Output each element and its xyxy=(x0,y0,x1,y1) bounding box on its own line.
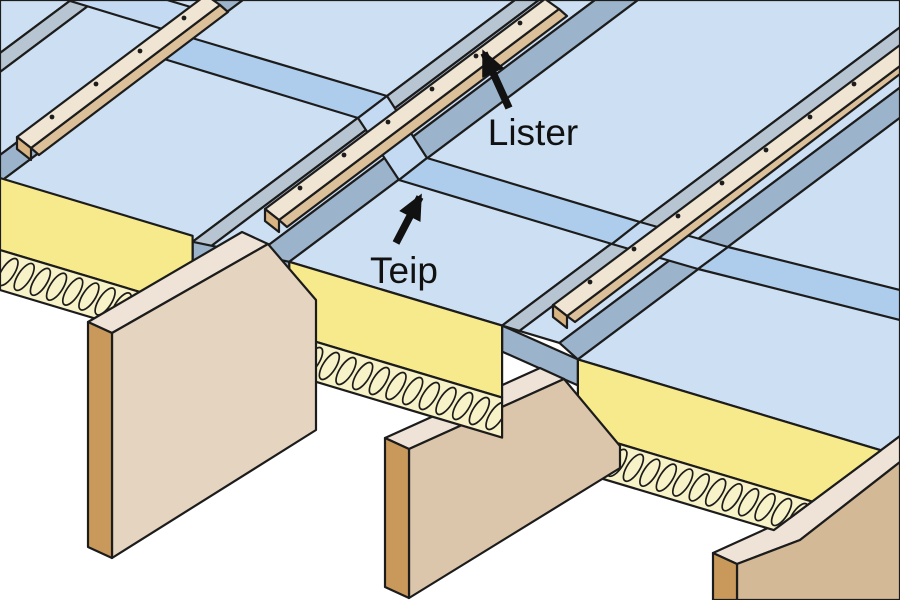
wool-loop xyxy=(622,453,645,483)
batten-1 xyxy=(15,0,230,162)
batten-1-nails xyxy=(49,15,187,120)
wool-loop xyxy=(721,483,743,512)
batten-2-end xyxy=(263,207,281,234)
wool-loop xyxy=(704,478,727,507)
joist-2-end xyxy=(383,436,411,600)
wool-loop xyxy=(639,458,661,487)
wool-loop xyxy=(335,356,357,386)
wool-loop xyxy=(671,468,694,497)
batten-3-end xyxy=(551,303,569,330)
wool-loop xyxy=(451,391,474,421)
annotations: Lister Teip xyxy=(370,49,578,291)
wool-loop xyxy=(754,492,776,522)
wool-loop xyxy=(45,272,68,302)
wool-loop xyxy=(401,376,424,406)
batten-3 xyxy=(551,43,900,330)
wool-loop xyxy=(351,361,374,391)
wool-loop xyxy=(0,257,19,287)
wool-loop xyxy=(368,366,391,396)
batten-1-end xyxy=(15,135,33,162)
wool-loop xyxy=(770,497,793,527)
teip-arrow xyxy=(392,193,424,245)
wool-loop xyxy=(435,386,457,416)
lister-arrow xyxy=(480,49,513,110)
label-teip: Teip xyxy=(370,250,438,291)
wool-loop xyxy=(418,381,441,411)
wool-loop xyxy=(318,351,341,381)
wool-loop xyxy=(737,487,760,517)
wool-loop xyxy=(13,262,35,292)
wool-loop xyxy=(655,463,678,492)
wool-loop xyxy=(29,267,52,297)
wool-loop xyxy=(688,473,711,502)
joist-1-end xyxy=(86,320,114,560)
label-lister: Lister xyxy=(488,112,578,153)
wool-loop xyxy=(468,396,491,426)
wool-loop xyxy=(485,401,503,431)
tape-seam-segment-3 xyxy=(696,245,900,322)
batten-2-nails xyxy=(297,20,523,191)
wool-loop xyxy=(385,371,407,401)
hump2-drape-shadow xyxy=(558,86,900,361)
wool-loop xyxy=(61,277,84,306)
joist-1 xyxy=(86,230,318,560)
wool-loop xyxy=(78,282,100,311)
batten-3-nails xyxy=(587,81,857,285)
wool-loop xyxy=(94,287,116,316)
joist-3-end xyxy=(711,551,739,600)
hump2-light-edge xyxy=(501,26,900,332)
